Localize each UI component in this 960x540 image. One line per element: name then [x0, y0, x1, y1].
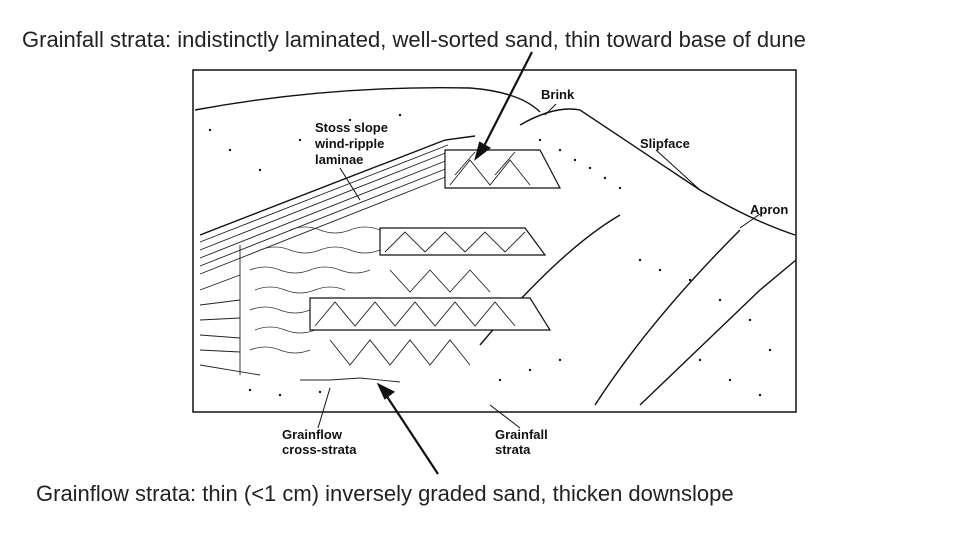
stoss-label-line-3: laminae	[315, 152, 363, 167]
grainfall-label-line-1: Grainfall	[495, 427, 548, 442]
grainflow-arrowhead	[376, 382, 396, 400]
grainflow-label-line-2: cross-strata	[282, 442, 357, 457]
stoss-label-line-2: wind-ripple	[314, 136, 384, 151]
slipface-label: Slipface	[640, 136, 690, 151]
arrows	[376, 51, 533, 475]
apron-label: Apron	[750, 202, 788, 217]
chevron-fill-lines	[300, 151, 531, 383]
bottom-caption: Grainflow strata: thin (<1 cm) inversely…	[36, 481, 734, 506]
grainfall-arrow	[481, 51, 533, 151]
stoss-laminae	[199, 144, 449, 376]
sand-stipple	[208, 113, 772, 397]
grainflow-arrow	[383, 391, 439, 475]
stoss-label-line-1: Stoss slope	[315, 120, 388, 135]
brink-label: Brink	[541, 87, 575, 102]
grainfall-arrowhead	[474, 141, 491, 161]
grainfall-label-line-2: strata	[495, 442, 531, 457]
grainflow-label-line-1: Grainflow	[282, 427, 343, 442]
top-caption: Grainfall strata: indistinctly laminated…	[22, 27, 806, 52]
leader-lines	[317, 103, 761, 429]
ripple-laminae	[249, 226, 411, 354]
